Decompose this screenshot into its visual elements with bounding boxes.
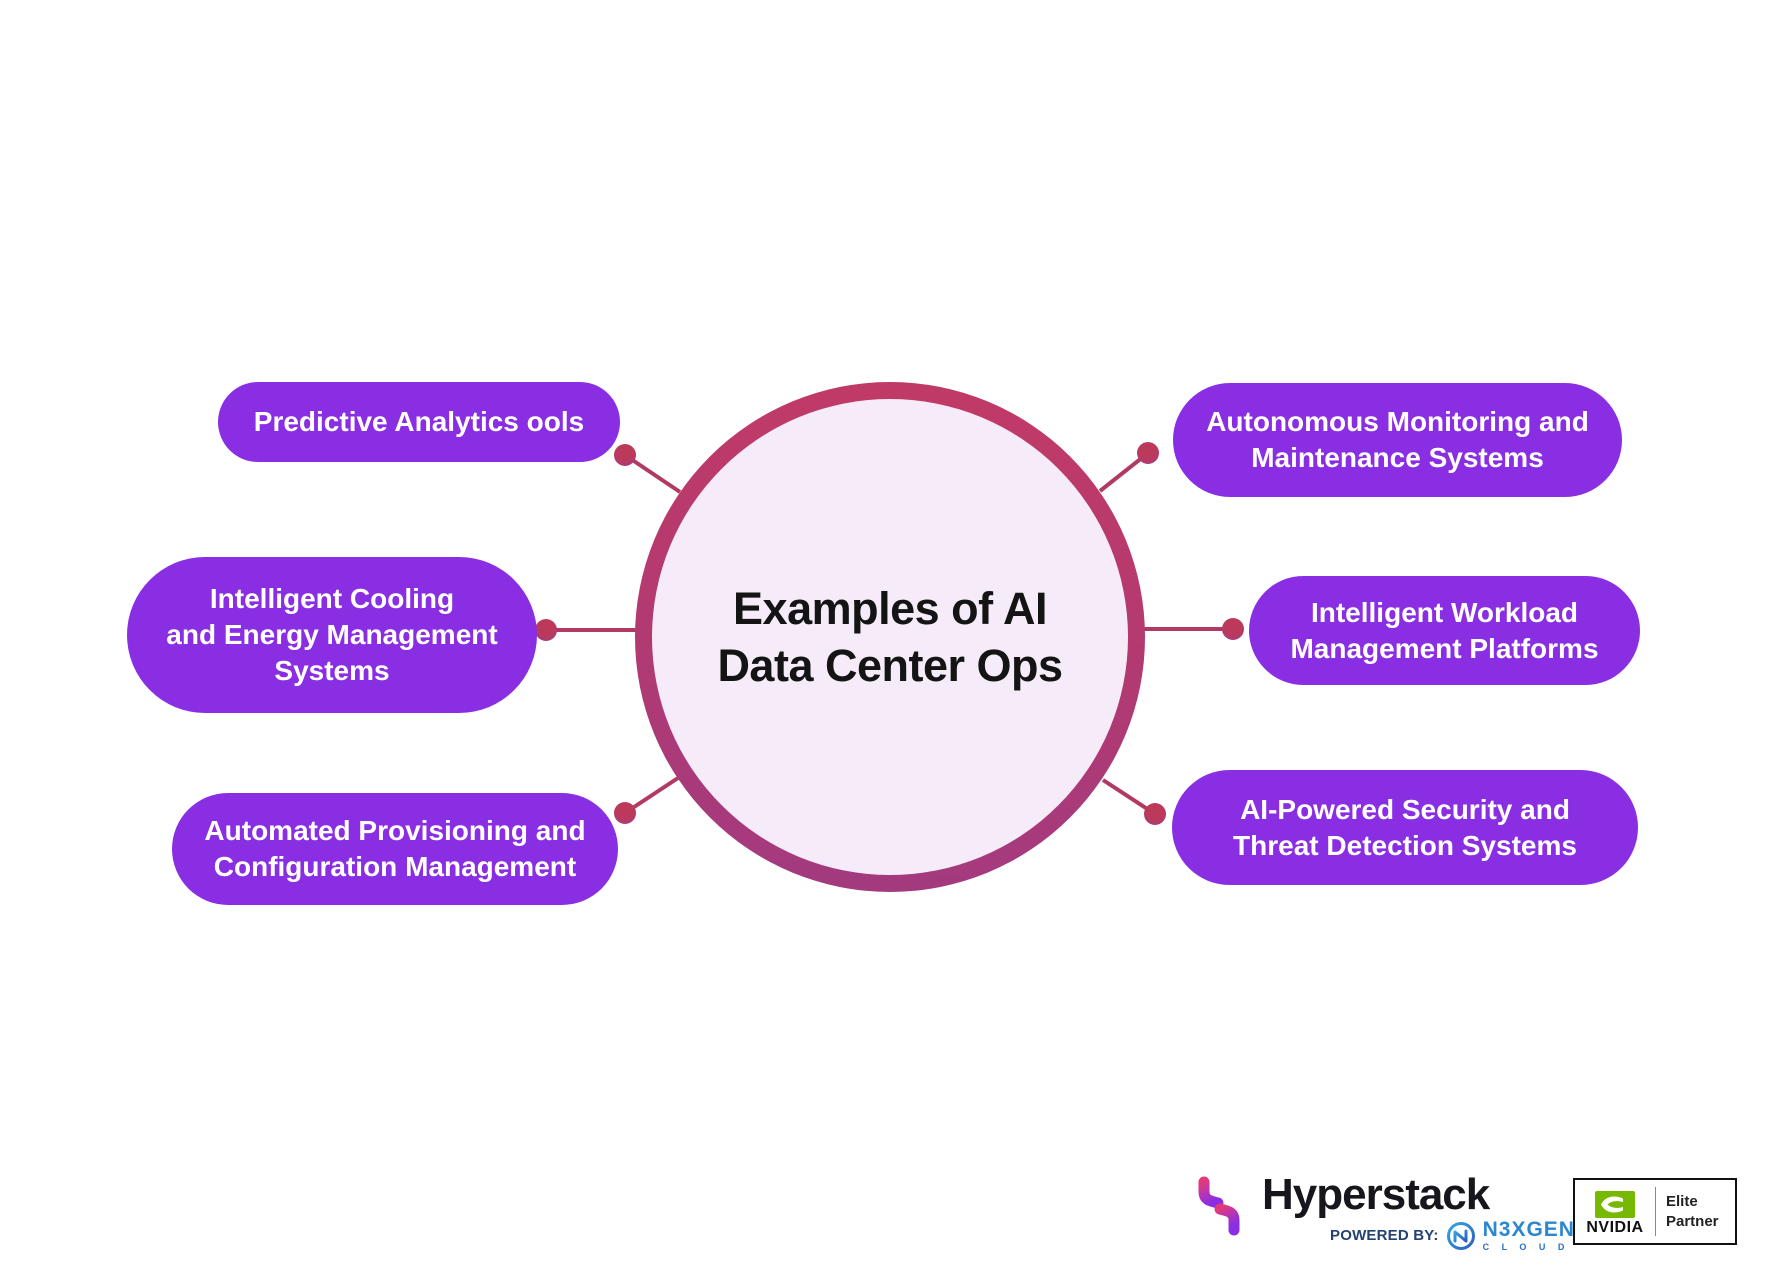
powered-by-row: POWERED BY: N3XGEN C L O U D bbox=[1330, 1219, 1575, 1252]
node-label-line: Intelligent Cooling bbox=[209, 583, 455, 614]
nvidia-wordmark: NVIDIA bbox=[1586, 1218, 1644, 1236]
hyperstack-wordmark: Hyperstack bbox=[1262, 1170, 1490, 1219]
powered-by-label: POWERED BY: bbox=[1330, 1227, 1439, 1244]
elite-label-line2: Partner bbox=[1666, 1212, 1719, 1230]
hyperstack-logo-icon bbox=[1198, 1176, 1240, 1236]
node-label-line: and Energy Management bbox=[166, 619, 498, 650]
node-label-line: Threat Detection Systems bbox=[1233, 829, 1577, 861]
node-label-line: Systems bbox=[274, 655, 390, 686]
node-label-line: Management Platforms bbox=[1290, 632, 1599, 664]
node-label-line: Autonomous Monitoring and bbox=[1206, 406, 1589, 437]
node-automated-provisioning: Automated Provisioning and Configuration… bbox=[172, 793, 618, 905]
node-intelligent-workload: Intelligent Workload Management Platform… bbox=[1249, 576, 1640, 685]
badge-divider bbox=[1655, 1187, 1656, 1236]
n3xgen-cloud-label: C L O U D bbox=[1482, 1242, 1570, 1252]
node-predictive-analytics: Predictive Analytics ools bbox=[218, 382, 620, 462]
center-circle: Examples of AI Data Center Ops bbox=[635, 382, 1145, 892]
elite-label-line1: Elite bbox=[1666, 1192, 1698, 1210]
diagram-title-line1: Examples of AI bbox=[733, 583, 1047, 634]
node-label-line: Configuration Management bbox=[213, 851, 577, 882]
node-label-line: Predictive Analytics ools bbox=[253, 406, 585, 437]
node-label-line: AI-Powered Security and bbox=[1240, 793, 1570, 825]
node-intelligent-cooling: Intelligent Cooling and Energy Managemen… bbox=[127, 557, 537, 713]
nvidia-elite-partner-badge: NVIDIA Elite Partner bbox=[1573, 1178, 1737, 1245]
node-ai-security: AI-Powered Security and Threat Detection… bbox=[1172, 770, 1638, 885]
nvidia-eye-icon bbox=[1595, 1190, 1635, 1218]
nvidia-logo-cell: NVIDIA bbox=[1575, 1180, 1655, 1243]
n3xgen-name: N3XGEN bbox=[1482, 1218, 1575, 1241]
n3xgen-wordmark: N3XGEN C L O U D bbox=[1483, 1219, 1575, 1252]
center-circle-fill: Examples of AI Data Center Ops bbox=[652, 399, 1128, 875]
node-autonomous-monitoring: Autonomous Monitoring and Maintenance Sy… bbox=[1173, 383, 1622, 497]
n3xgen-logo-icon bbox=[1446, 1221, 1475, 1250]
node-label-line: Intelligent Workload bbox=[1310, 596, 1579, 628]
elite-partner-label: Elite Partner bbox=[1656, 1180, 1735, 1243]
node-label-line: Maintenance Systems bbox=[1251, 442, 1544, 473]
diagram-title-line2: Data Center Ops bbox=[717, 640, 1063, 691]
node-label-line: Automated Provisioning and bbox=[204, 815, 586, 846]
